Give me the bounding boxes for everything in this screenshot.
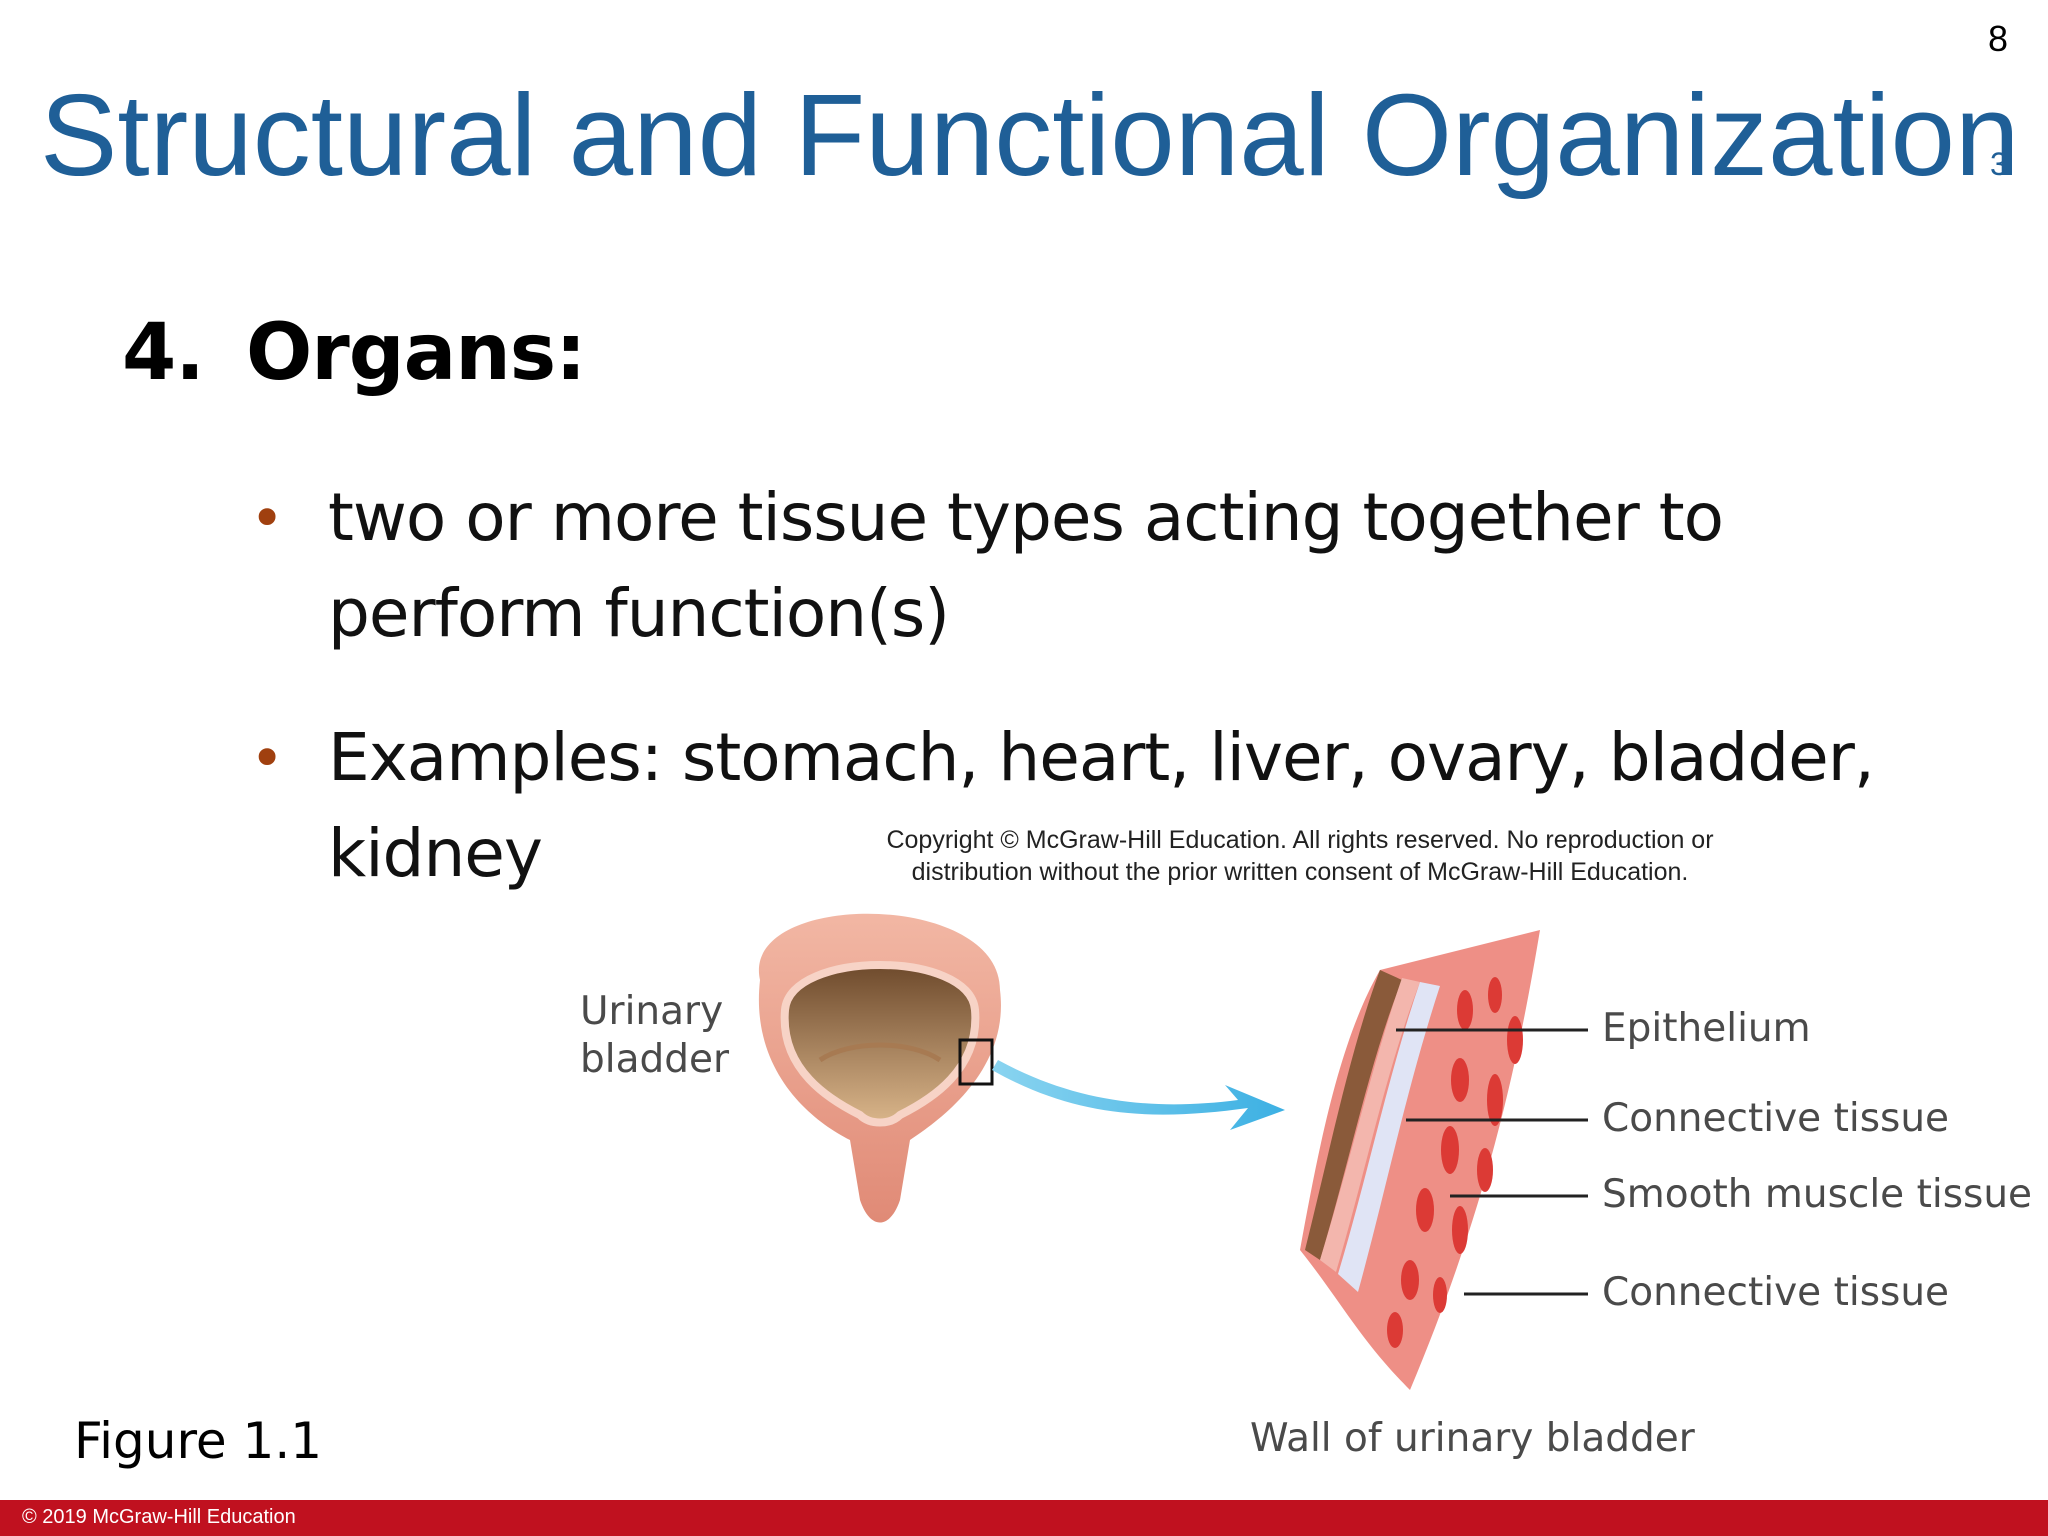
bullet-item-2: • Examples: stomach, heart, liver, ovary… [250, 710, 1950, 902]
organ-label-line-2: bladder [580, 1037, 730, 1082]
layer-label-smooth-muscle: Smooth muscle tissue [1602, 1172, 2033, 1217]
section-heading: 4. Organs: [122, 308, 586, 398]
layer-label-epithelium: Epithelium [1602, 1006, 1811, 1051]
bladder-organ-icon [758, 913, 1001, 1223]
bullet-dot-icon: • [250, 724, 284, 792]
slide-title: Structural and Functional Organization [40, 70, 2020, 200]
organ-label-line-1: Urinary [580, 989, 724, 1034]
figure-caption: Figure 1.1 [74, 1412, 323, 1470]
label-leader-lines [1396, 1028, 1588, 1296]
slide-number: 8 [1987, 18, 2008, 59]
bullet-item-1: • two or more tissue types acting togeth… [250, 470, 1950, 662]
bladder-figure: Urinary bladder Epithelium Connective ti… [560, 900, 2040, 1480]
footer-copyright: © 2019 McGraw-Hill Education [22, 1506, 296, 1528]
heading-number: 4. [122, 308, 205, 398]
zoom-arrow-icon [992, 1060, 1285, 1130]
layer-label-connective-tissue-2: Connective tissue [1602, 1270, 1950, 1315]
layer-label-connective-tissue: Connective tissue [1602, 1096, 1950, 1141]
copyright-notice: Copyright © McGraw-Hill Education. All r… [850, 824, 1750, 888]
slide-title-superscript: 3 [1990, 146, 2008, 182]
copyright-line-2: distribution without the prior written c… [911, 858, 1689, 886]
footer-bar: © 2019 McGraw-Hill Education [0, 1500, 2048, 1536]
bladder-wall-icon [1300, 930, 1540, 1390]
bullet-text: Examples: stomach, heart, liver, ovary, … [328, 719, 1875, 892]
wall-caption: Wall of urinary bladder [1250, 1416, 1695, 1461]
bladder-illustration [758, 913, 1588, 1390]
bullet-dot-icon: • [250, 484, 284, 552]
bullet-text: two or more tissue types acting together… [328, 479, 1724, 652]
copyright-line-1: Copyright © McGraw-Hill Education. All r… [886, 826, 1714, 854]
heading-label: Organs: [246, 308, 586, 398]
organ-label: Urinary bladder [580, 988, 729, 1084]
